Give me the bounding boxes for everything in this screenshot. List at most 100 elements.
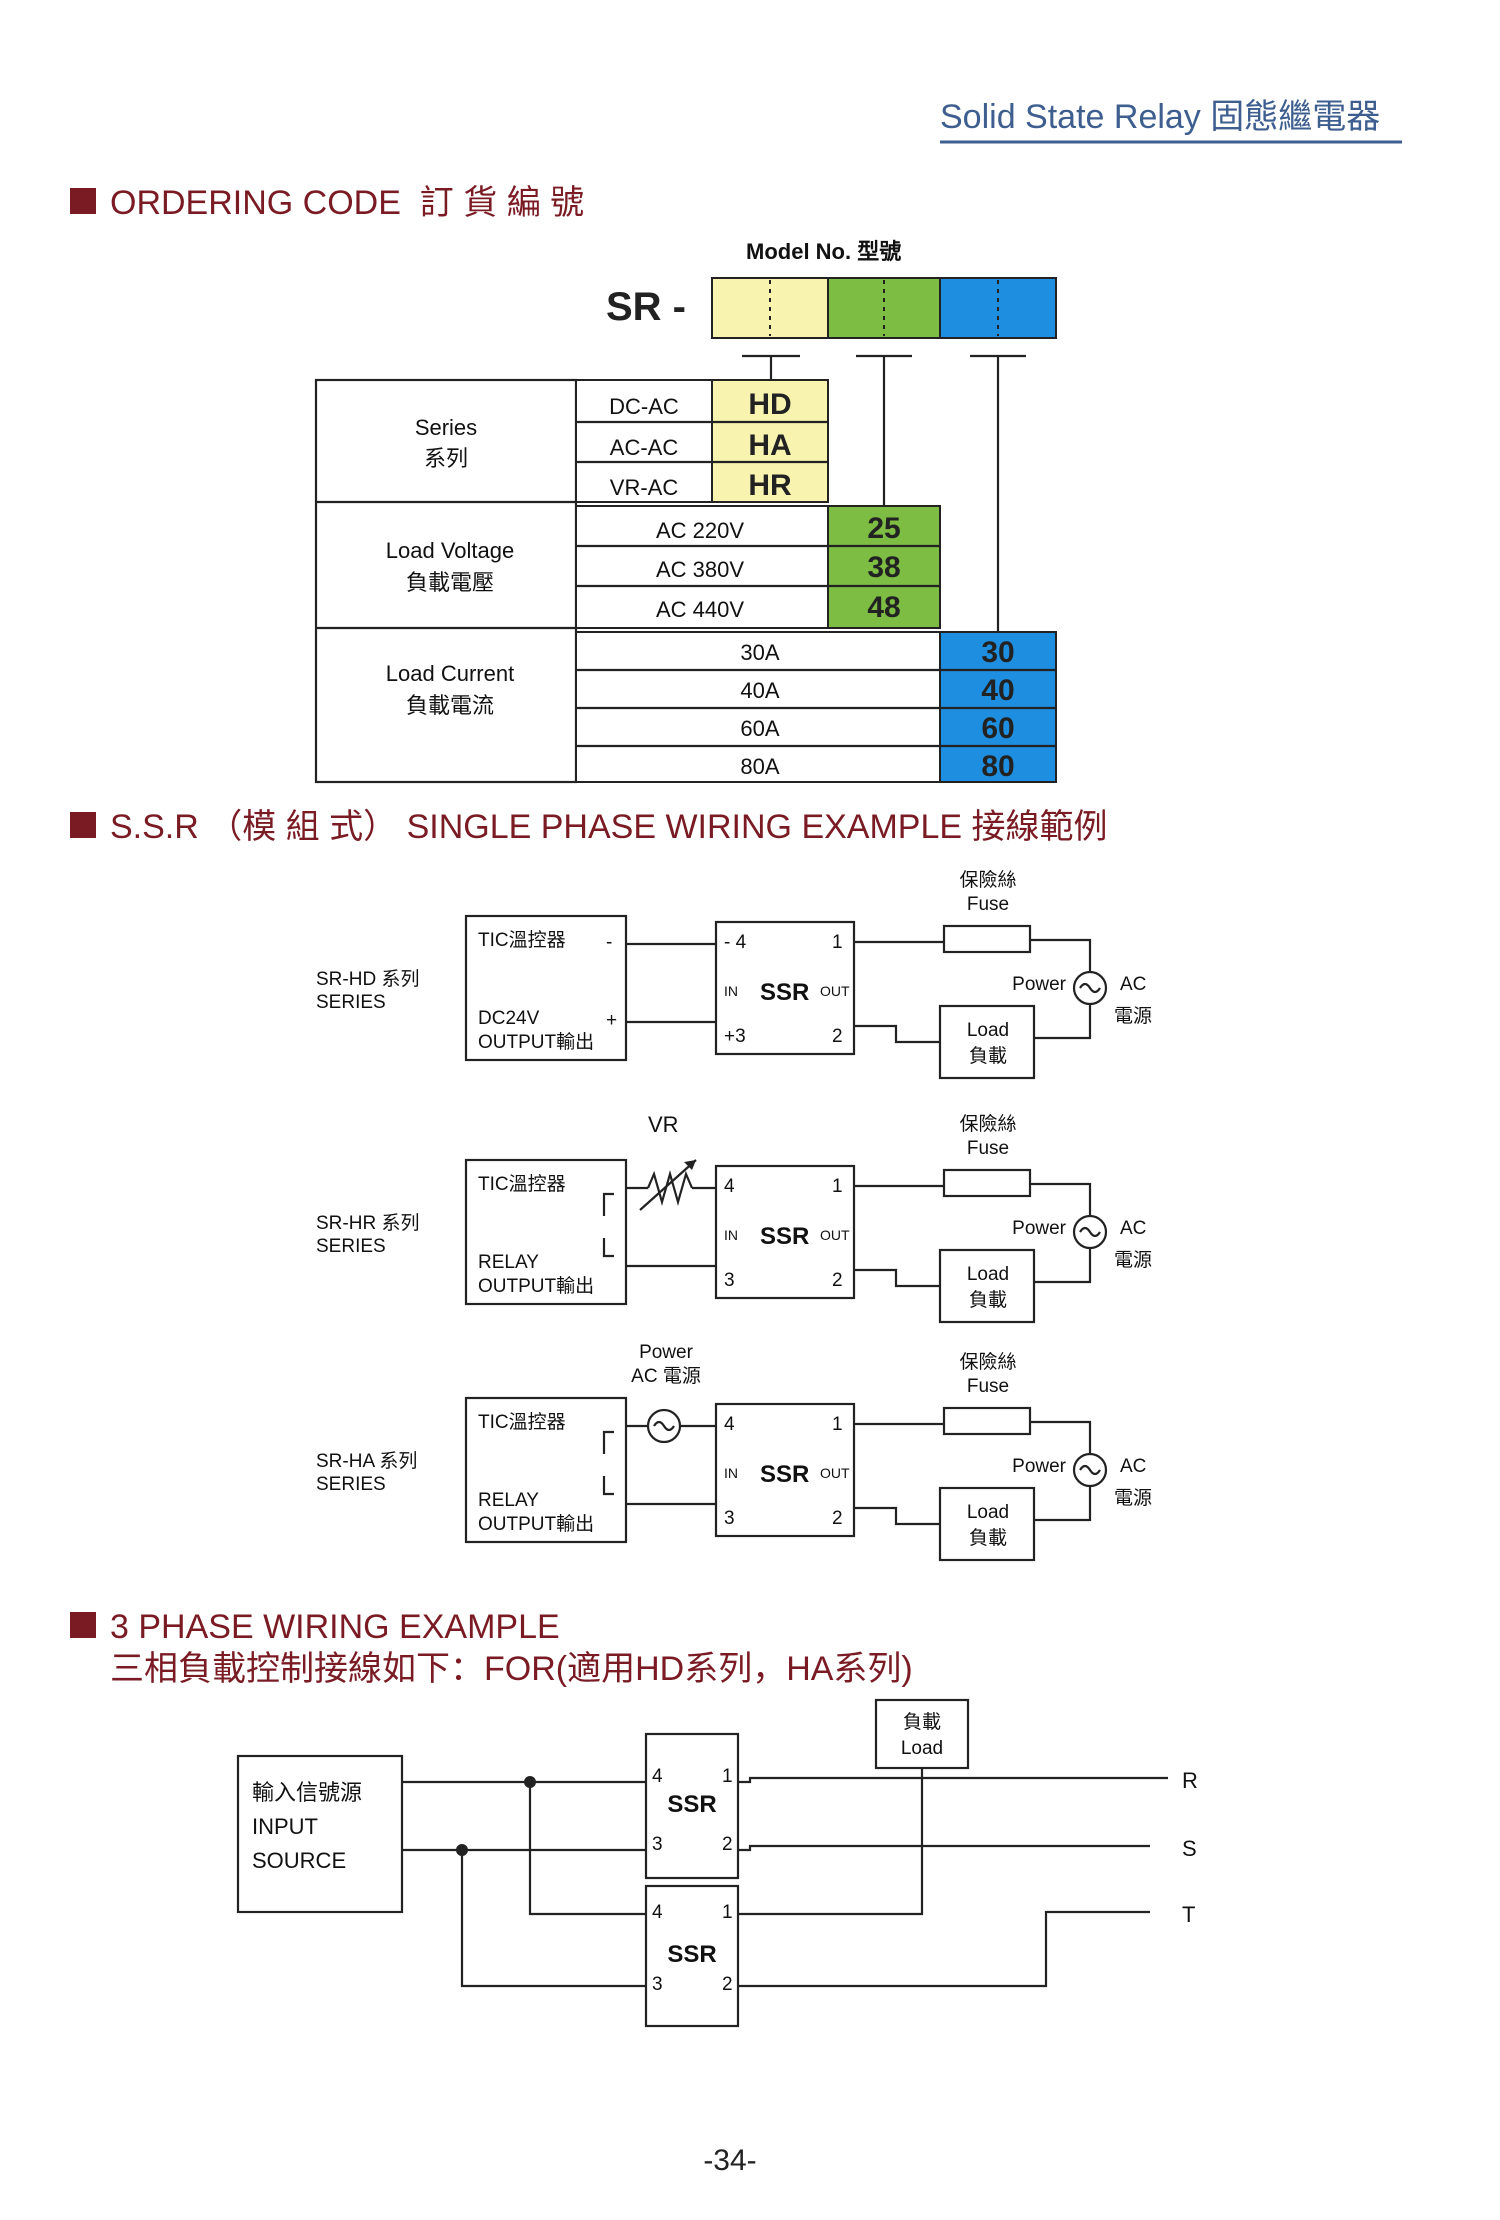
hr-ssr-label: SSR: [760, 1223, 809, 1250]
hd-ssr-box: [714, 920, 856, 1056]
hd-controller-box: [464, 914, 628, 1062]
hr-fuse-zh: 保險絲: [959, 1113, 1016, 1135]
ha-fuse: [942, 1406, 1032, 1436]
ha-terminal-1: 1: [832, 1414, 843, 1435]
voltage-code-2: 38: [867, 551, 900, 584]
current-code-3: 60: [981, 712, 1014, 745]
current-code-1: 30: [981, 636, 1014, 669]
ha-load-zh: 負載: [969, 1527, 1007, 1549]
hd-terminal-1: 1: [832, 932, 843, 953]
hd-terminal-2: 2: [832, 1026, 843, 1047]
ssr-1-box: [644, 1732, 740, 1880]
ha-controller-box: [464, 1396, 628, 1544]
current-label-zh: 負載電流: [406, 693, 494, 718]
voltage-desc-2: AC 380V: [656, 557, 744, 582]
series-label-zh: 系列: [424, 446, 468, 471]
hr-series-en: SERIES: [316, 1236, 386, 1257]
hr-fuse: [942, 1168, 1032, 1198]
three-phase-load-zh: 負載: [903, 1711, 941, 1733]
hr-ac-label: AC: [1120, 1218, 1146, 1239]
ha-source-label-2: AC 電源: [631, 1365, 701, 1387]
current-code-4: 80: [981, 750, 1014, 783]
hr-controller-label: TIC溫控器: [478, 1173, 566, 1195]
ha-terminal-3: 3: [724, 1508, 735, 1529]
hd-fuse-en: Fuse: [967, 894, 1009, 915]
model-label: Model No. 型號: [746, 239, 901, 264]
hd-series-label: SR-HD 系列: [316, 968, 419, 990]
ha-series-en: SERIES: [316, 1474, 386, 1495]
hd-terminal-3: +3: [724, 1026, 746, 1047]
series-desc-2: AC-AC: [610, 435, 679, 460]
ha-ac-label: AC: [1120, 1456, 1146, 1477]
three-phase-title-2: 三相負載控制接線如下：FOR(適用HD系列，HA系列): [110, 1650, 913, 1688]
input-source-box: [236, 1754, 404, 1914]
phase-t-label: T: [1182, 1902, 1195, 1927]
page-number: -34-: [703, 2144, 756, 2177]
hd-ssr-label: SSR: [760, 979, 809, 1006]
hd-ac-label: AC: [1120, 974, 1146, 995]
hr-wiring-diagram: SR-HR 系列 SERIES VR TIC溫控器 RELAY OUTPUT輸出…: [316, 1112, 1152, 1324]
sr-prefix: SR -: [606, 285, 686, 329]
ssr-2-terminal-2: 2: [722, 1974, 733, 1995]
ordering-section: ORDERING CODE 訂 貨 編 號 Model No. 型號 SR -: [70, 184, 1057, 784]
current-label-en: Load Current: [386, 661, 514, 686]
hd-output-1: DC24V: [478, 1008, 540, 1029]
current-desc-3: 60A: [740, 716, 779, 741]
hr-load-en: Load: [967, 1264, 1009, 1285]
hr-series-label: SR-HR 系列: [316, 1212, 419, 1234]
ha-output-1: RELAY: [478, 1490, 539, 1511]
three-phase-load-en: Load: [901, 1738, 943, 1759]
ordering-table-frame: [314, 378, 578, 784]
header-title: Solid State Relay 固態繼電器: [940, 98, 1380, 136]
hd-in-label: IN: [724, 983, 738, 999]
ha-terminal-2: 2: [832, 1508, 843, 1529]
ha-source-label-1: Power: [639, 1342, 694, 1363]
ssr-1-label: SSR: [667, 1791, 716, 1818]
section-bullet: [70, 188, 96, 214]
current-desc-2: 40A: [740, 678, 779, 703]
series-label-en: Series: [415, 415, 477, 440]
hd-ac-zh-label: 電源: [1114, 1005, 1152, 1027]
hr-fuse-en: Fuse: [967, 1138, 1009, 1159]
voltage-label-en: Load Voltage: [386, 538, 514, 563]
hd-fuse: [942, 924, 1032, 954]
three-phase-load-box: [874, 1698, 970, 1770]
ha-in-label: IN: [724, 1465, 738, 1481]
hd-power-label: Power: [1012, 974, 1067, 995]
ha-relay-contact-icon: [602, 1430, 614, 1454]
hr-ssr-box: [714, 1164, 856, 1300]
hr-output-2: OUTPUT輸出: [478, 1275, 594, 1297]
hr-terminal-3: 3: [724, 1270, 735, 1291]
phase-r-label: R: [1182, 1768, 1198, 1793]
section-bullet: [70, 812, 96, 838]
hr-in-label: IN: [724, 1227, 738, 1243]
series-code-3: HR: [748, 469, 792, 502]
hd-load-en: Load: [967, 1020, 1009, 1041]
hr-terminal-4: 4: [724, 1176, 735, 1197]
ha-terminal-4: 4: [724, 1414, 735, 1435]
hd-wiring-diagram: SR-HD 系列 SERIES TIC溫控器 - + DC24V OUTPUT輸…: [316, 869, 1152, 1080]
single-phase-section: S.S.R （模 組 式） SINGLE PHASE WIRING EXAMPL…: [70, 808, 1108, 846]
hr-output-1: RELAY: [478, 1252, 539, 1273]
hr-load-zh: 負載: [969, 1289, 1007, 1311]
series-desc-3: VR-AC: [610, 475, 679, 500]
ssr-1-terminal-2: 2: [722, 1834, 733, 1855]
current-desc-1: 30A: [740, 640, 779, 665]
hd-load-box: [938, 1004, 1036, 1080]
hd-minus: -: [606, 932, 612, 953]
series-rows: Series 系列 DC-AC AC-AC VR-AC HD HA HR: [415, 379, 829, 503]
current-code-2: 40: [981, 674, 1014, 707]
hd-load-zh: 負載: [969, 1045, 1007, 1067]
voltage-label-zh: 負載電壓: [406, 570, 494, 595]
input-source-en-2: SOURCE: [252, 1848, 346, 1873]
hd-series-en: SERIES: [316, 992, 386, 1013]
hd-output-2: OUTPUT輸出: [478, 1031, 594, 1053]
series-code-2: HA: [748, 429, 791, 462]
ha-controller-label: TIC溫控器: [478, 1411, 566, 1433]
hd-fuse-zh: 保險絲: [959, 869, 1016, 891]
ha-ssr-box: [714, 1402, 856, 1538]
phase-s-label: S: [1182, 1836, 1197, 1861]
hd-terminal-4: - 4: [724, 932, 747, 953]
ha-ssr-label: SSR: [760, 1461, 809, 1488]
hr-ac-zh-label: 電源: [1114, 1249, 1152, 1271]
